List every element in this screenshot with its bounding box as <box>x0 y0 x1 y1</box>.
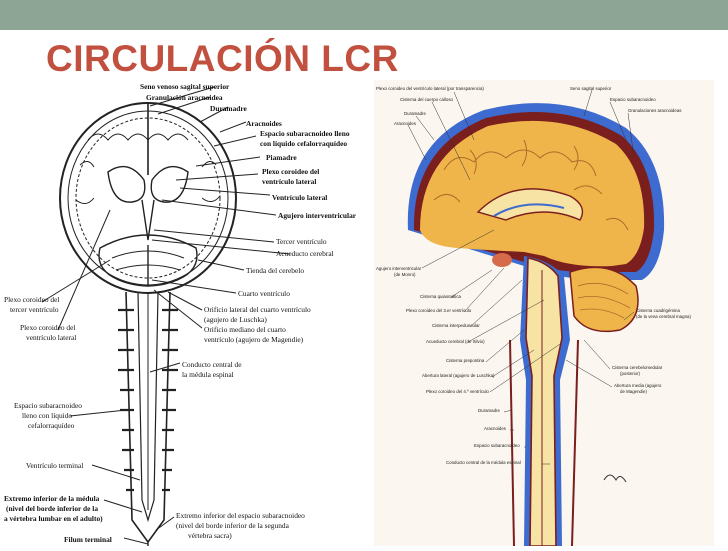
label-esp-sub-2: lleno con líquido <box>22 411 72 420</box>
sagittal-diagram-svg: Plexo coroideo del ventrículo lateral (p… <box>374 80 714 547</box>
r-label-dura2: Duramadre <box>478 408 501 413</box>
label-plexo-vl-1: Plexo coroideo del <box>20 323 75 332</box>
label-orificio-med-2: ventrículo (agujero de Magendie) <box>204 335 304 344</box>
r-label-cist-interp: Cisterna interpeduncular <box>432 323 480 328</box>
r-label-espacio: Espacio subaracnoideo <box>610 97 656 102</box>
r-label-duramadre: Duramadre <box>404 111 427 116</box>
label-plexo-tercer-1: Plexo coroideo del <box>4 295 59 304</box>
top-bar <box>0 0 728 30</box>
label-aracnoides: Aracnoides <box>246 119 282 128</box>
label-conducto-1: Conducto central de <box>182 360 242 369</box>
label-tercer: Tercer ventrículo <box>276 237 327 246</box>
label-extremo-2: (nivel del borde inferior de la <box>6 504 98 513</box>
sagittal-csf-diagram: Plexo coroideo del ventrículo lateral (p… <box>374 80 714 547</box>
r-label-agujero-1: Agujero interventricular <box>376 266 422 271</box>
label-orificio-med-1: Orificio mediano del cuarto <box>204 325 286 334</box>
r-label-acueducto: Acueducto cerebral (de Silvio) <box>426 339 485 344</box>
label-cuarto: Cuarto ventrículo <box>238 289 290 298</box>
label-granulacion: Granulación aracnoidea <box>146 93 223 102</box>
r-label-aracnoides: Aracnoides <box>394 121 417 126</box>
label-filum: Filum terminal <box>64 535 112 544</box>
coronal-diagram-svg: Seno venoso sagital superior Granulación… <box>4 82 357 546</box>
label-seno: Seno venoso sagital superior <box>140 82 230 91</box>
label-espacio-2: con líquido cefalorraquídeo <box>260 139 347 148</box>
r-label-cist-cuad-2: (de la vena cerebral magna) <box>636 314 691 319</box>
r-label-abert-med-1: Abertura media (agujero <box>614 383 662 388</box>
r-label-esp2: Espacio subaracnoideo <box>474 443 520 448</box>
slide-title: CIRCULACIÓN LCR <box>46 38 399 79</box>
r-label-plexo: Plexo coroideo del ventrículo lateral (p… <box>376 86 484 91</box>
r-label-cist-quias: Cisterna quiasmática <box>420 294 462 299</box>
r-label-plexo4: Plexo coroideo del 4.º ventrículo <box>426 389 489 394</box>
label-orificio-lat-2: (agujero de Luschka) <box>204 315 267 324</box>
r-label-seno: Seno sagital superior <box>570 86 612 91</box>
label-acueducto: Acueducto cerebral <box>276 249 334 258</box>
r-label-cist-pont: Cisterna prepontina <box>446 358 485 363</box>
label-espacio-1: Espacio subaracnoideo lleno <box>260 129 350 138</box>
r-label-granulaciones: Granulaciones aracnoideas <box>628 108 682 113</box>
r-label-conducto: Conducto central de la médula espinal <box>446 460 521 465</box>
label-orificio-lat-1: Orificio lateral del cuarto ventrículo <box>204 305 311 314</box>
label-plexo-lat-1: Plexo coroideo del <box>262 167 319 176</box>
label-ext-esp-2: (nivel del borde inferior de la segunda <box>176 521 290 530</box>
r-label-cisterna-cc: Cisterna del cuerpo calloso <box>400 97 454 102</box>
r-label-cist-cuad-1: Cisterna cuadrigémina <box>636 308 680 313</box>
r-label-abert-lat: Abertura lateral (agujero de Luschka) <box>422 373 495 378</box>
label-vent-terminal: Ventrículo terminal <box>26 461 83 470</box>
label-ext-esp-3: vértebra sacra) <box>188 531 232 540</box>
label-piamadre: Piamadre <box>266 153 297 162</box>
label-ext-esp-1: Extremo inferior del espacio subaracnoid… <box>176 511 305 520</box>
label-duramadre: Duramadre <box>210 104 248 113</box>
label-plexo-lat-2: ventrículo lateral <box>262 177 316 186</box>
r-label-cist-cereb-1: Cisterna cerebelomedular <box>612 365 663 370</box>
label-esp-sub-1: Espacio subaracnoideo <box>14 401 82 410</box>
label-plexo-vl-2: ventrículo lateral <box>26 333 76 342</box>
label-esp-sub-3: cefalorraquídeo <box>28 421 75 430</box>
label-extremo-1: Extremo inferior de la médula <box>4 494 100 503</box>
label-plexo-tercer-2: tercer ventrículo <box>10 305 59 314</box>
r-label-plexo3: Plexo coroideo del 3.er ventrículo <box>406 308 472 313</box>
label-extremo-3: a vértebra lumbar en el adulto) <box>4 514 103 523</box>
label-agujero-iv: Agujero interventricular <box>278 211 357 220</box>
label-vent-lat: Ventrículo lateral <box>272 193 327 202</box>
r-label-agujero-2: (de Monro) <box>394 272 416 277</box>
signature-mark <box>603 474 627 483</box>
coronal-csf-diagram: Seno venoso sagital superior Granulación… <box>0 80 372 546</box>
r-label-cist-cereb-2: (posterior) <box>620 371 641 376</box>
label-tienda: Tienda del cerebelo <box>246 266 304 275</box>
label-conducto-2: la médula espinal <box>182 370 234 379</box>
r-label-arac2: Aracnoides <box>484 426 507 431</box>
r-label-abert-med-2: de Magendie) <box>620 389 647 394</box>
